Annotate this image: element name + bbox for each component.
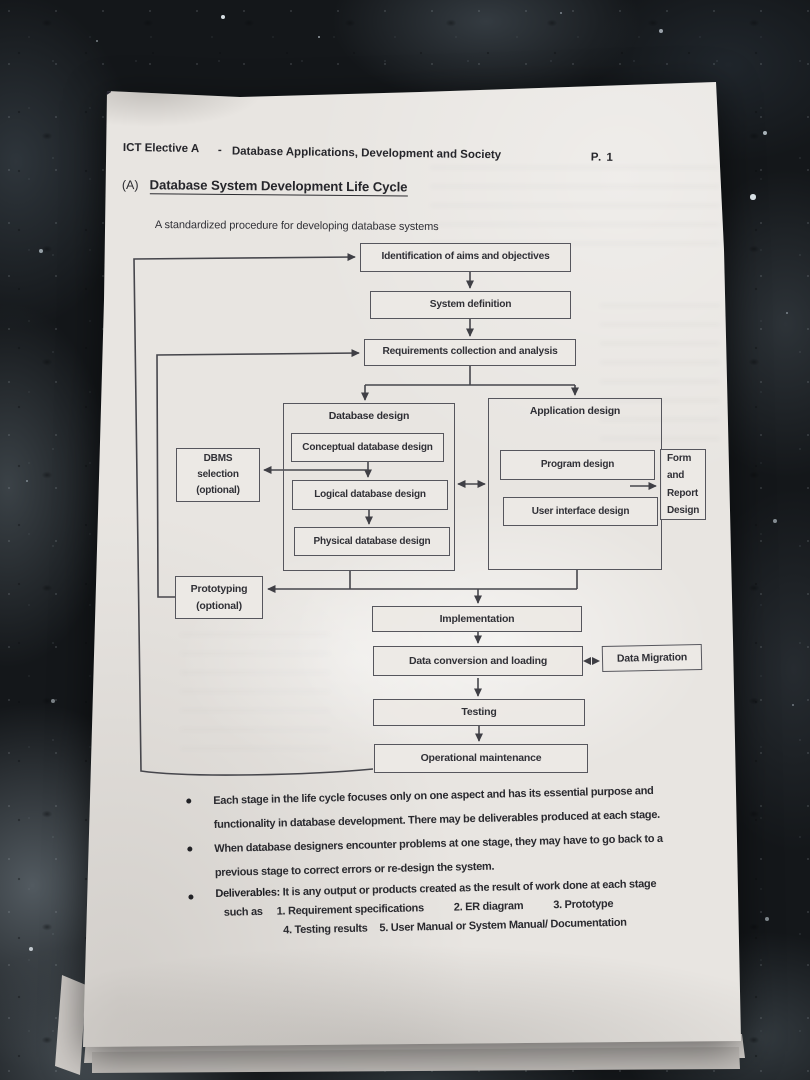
bullet-dot — [188, 894, 194, 900]
deliverable-item: 4. Testing results — [283, 922, 368, 937]
bullet-dot — [186, 798, 192, 804]
node-data-migration: Data Migration — [601, 643, 703, 673]
ink-bleedthrough — [430, 155, 720, 245]
group-application-design: Application design — [488, 398, 662, 570]
deliverable-item: 3. Prototype — [553, 897, 614, 912]
split-requirements — [365, 366, 575, 386]
node-system-definition: System definition — [370, 291, 571, 319]
node-user-interface-design: User interface design — [503, 497, 658, 526]
node-form-report-design: Form and Report Design — [660, 449, 706, 520]
feedback-loop-outer — [133, 253, 374, 776]
group-database-design-title: Database design — [328, 410, 410, 422]
node-dbms-selection: DBMS selection (optional) — [176, 448, 260, 502]
deliverable-item: 2. ER diagram — [453, 899, 524, 914]
junction-design-merge — [349, 570, 578, 589]
node-requirements: Requirements collection and analysis — [364, 339, 576, 366]
data-migration-arrow-right — [592, 657, 600, 665]
group-application-design-title: Application design — [529, 405, 621, 417]
notes-list: Each stage in the life cycle focuses onl… — [186, 777, 741, 942]
node-conceptual-design: Conceptual database design — [291, 433, 444, 462]
ink-bleedthrough — [600, 300, 720, 440]
group-database-design: Database design — [283, 403, 455, 571]
node-testing: Testing — [373, 699, 585, 726]
data-migration-arrow-left — [583, 657, 591, 665]
node-implementation: Implementation — [372, 606, 582, 632]
node-data-conversion: Data conversion and loading — [373, 646, 583, 676]
node-logical-design: Logical database design — [292, 480, 448, 510]
node-prototyping: Prototyping (optional) — [175, 576, 263, 619]
deliverables-lead: Deliverables: — [215, 886, 281, 900]
bullet-dot — [187, 846, 193, 852]
ink-bleedthrough — [180, 630, 330, 750]
such-as-label: such as — [223, 905, 263, 919]
node-identification: Identification of aims and objectives — [360, 243, 571, 272]
node-operational-maintenance: Operational maintenance — [374, 744, 588, 773]
node-program-design: Program design — [500, 450, 655, 480]
feedback-loop-prototyping — [156, 349, 360, 598]
node-physical-design: Physical database design — [294, 527, 450, 556]
